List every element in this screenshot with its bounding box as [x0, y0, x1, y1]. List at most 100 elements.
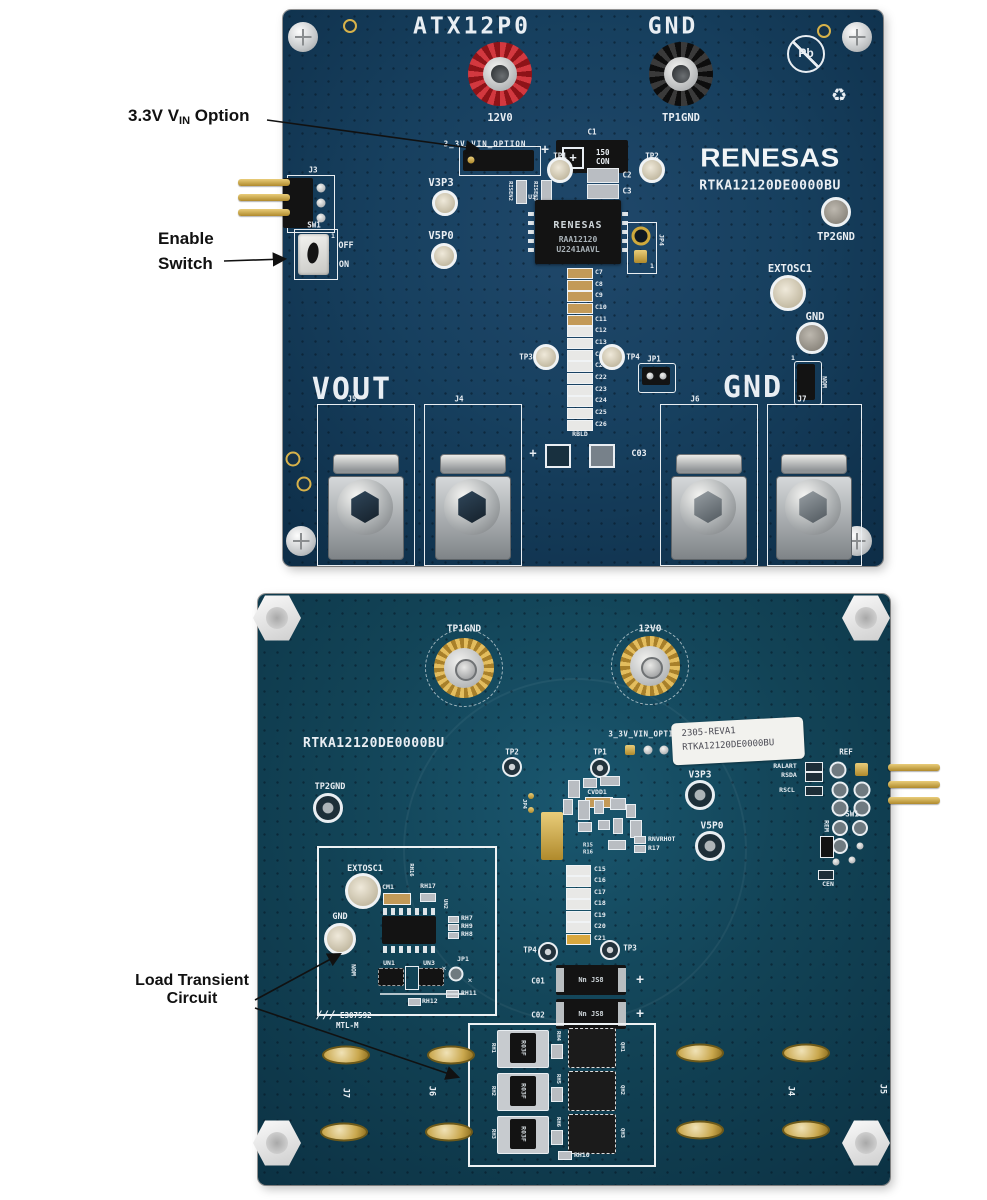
lug-pad [782, 1043, 830, 1063]
cap-label: C18 [594, 899, 606, 907]
jp1-header [642, 367, 670, 385]
silk-cm1: CM1 [382, 882, 394, 891]
silk-3v3-vin-option: 3_3V_VIN_OPTION [443, 139, 527, 149]
xmark-pad: ✕ [467, 975, 473, 985]
smd-component [610, 798, 626, 810]
smd-component [578, 800, 590, 820]
silk-nom: NOM [820, 376, 829, 388]
ic-pins [383, 908, 437, 915]
u1-module: RENESAS RAA12120 U2241AAVL [535, 200, 621, 264]
cap-label: C10 [595, 303, 607, 311]
connector-j6-outline [660, 404, 758, 566]
cap-row [566, 876, 591, 887]
jp1-outline [638, 363, 676, 393]
c01-plus: + [636, 972, 644, 988]
silk-c03: C03 [631, 448, 647, 459]
option-pad [831, 781, 849, 799]
silk-vout: VOUT [311, 372, 393, 407]
hex-standoff [253, 595, 301, 641]
silk-trace [380, 993, 464, 995]
sw1-outline [294, 229, 338, 280]
cap-label: C24 [595, 396, 607, 404]
test-point-gnd [796, 322, 828, 354]
silk-c01: C01 [531, 976, 545, 986]
cap-row [567, 396, 593, 407]
callout-load-transient: Load Transient Circuit [125, 972, 259, 1008]
silk-rh12: RH12 [422, 997, 438, 1005]
callout-text: Option [190, 106, 250, 125]
jp1-pin [659, 372, 667, 380]
cap-c01: Nn JS8 [556, 965, 626, 995]
banana-jack-gnd [649, 42, 713, 106]
res-rh1: R03F [497, 1030, 549, 1068]
lug-pad [782, 1120, 830, 1140]
cap-label: C23 [595, 385, 607, 393]
test-point-v3p3 [432, 190, 458, 216]
vin-option-jumper [463, 150, 534, 171]
ic-pins [383, 946, 437, 953]
lug-clamp [440, 454, 506, 474]
cap-row [567, 338, 593, 349]
cap-row [567, 408, 593, 419]
pad-tp2gnd [313, 793, 343, 823]
cap-row [567, 315, 593, 326]
stud-nut-tp1gnd [434, 638, 494, 698]
connector-j7-outline [767, 404, 862, 566]
test-point-tp4 [599, 344, 625, 370]
fet-qh2 [568, 1071, 616, 1111]
silk-rsda: RSDA [781, 770, 797, 779]
callout-text: Circuit [166, 990, 218, 1007]
fiducial-marker [817, 24, 831, 38]
pb-free-icon: Pb [787, 35, 825, 73]
silk-rh6: RH6 [554, 1117, 561, 1127]
smd-component [583, 778, 597, 788]
option-pad [853, 781, 871, 799]
test-point-tp4 [538, 942, 558, 962]
silk-on: ON [338, 259, 350, 270]
silk-tp3: TP3 [623, 943, 637, 953]
c03-pad [589, 444, 615, 468]
enable-switch [298, 234, 329, 275]
silk-gnd-big: GND [722, 370, 784, 405]
res-rh9 [448, 924, 459, 931]
lug-bolt [337, 479, 393, 535]
silk-c2: C2 [622, 170, 632, 180]
silk-rscl: RSCL [779, 785, 795, 794]
silk-risen2: RISEN2 [506, 181, 513, 201]
cap-row [566, 899, 591, 910]
silk-un2: UN2 [441, 899, 448, 909]
silk-cen: CEN [822, 879, 834, 888]
cert-mtl: MTL-M [336, 1021, 359, 1030]
fiducial-marker [343, 19, 357, 33]
connector-j4-outline [424, 404, 522, 566]
silk-rh5: RH5 [554, 1074, 561, 1084]
silk-qh1: QH1 [618, 1042, 625, 1052]
j3-pin [316, 198, 326, 208]
vin-option-jumper-outline [459, 146, 541, 176]
silk-r15: R15 [583, 842, 593, 849]
res-rh5 [551, 1087, 563, 1102]
silk-gnd: GND [332, 911, 348, 922]
callout-enable-line2: Switch [158, 254, 213, 273]
silk-c3: C3 [622, 186, 632, 196]
cap-label: C8 [595, 280, 603, 288]
silk-rh4: RH4 [554, 1031, 561, 1041]
ic-un1 [378, 968, 404, 986]
callout-vin-option: 3.3V VIN Option [128, 106, 250, 127]
silk-rh17: RH17 [420, 881, 436, 890]
cap-label: C25 [595, 408, 607, 416]
res-rh3: R03F [497, 1116, 549, 1154]
cap-label: C12 [595, 326, 607, 334]
silk-un1: UN1 [383, 958, 395, 967]
lug-clamp [781, 454, 847, 474]
c03-pad [545, 444, 571, 468]
silk-v3p3: V3P3 [688, 769, 712, 781]
silk-tp2: TP2 [645, 151, 659, 161]
cert-logo-icon: /// [316, 1008, 336, 1022]
test-point-extosc1 [770, 275, 806, 311]
silk-tp1: TP1 [593, 747, 607, 757]
cap-label: C26 [595, 420, 607, 428]
cap-c3 [587, 184, 619, 199]
silk-j3: J3 [308, 165, 318, 175]
cap-label: C11 [595, 315, 607, 323]
